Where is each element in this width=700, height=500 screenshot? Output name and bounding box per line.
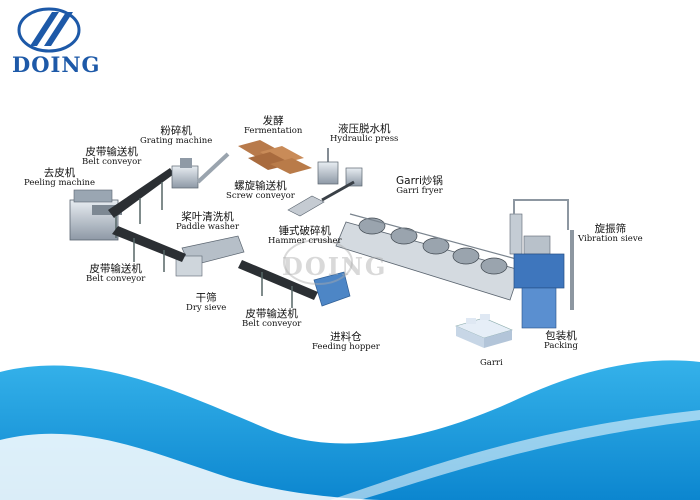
label-paddle-washer: 桨叶清洗机 Paddle washer [176, 211, 240, 233]
label-screw-conveyor: 螺旋输送机 Screw conveyor [226, 180, 295, 202]
watermark-text: DOING [282, 252, 388, 281]
belt-conveyor-3-illustration [238, 260, 318, 308]
label-garri: Garri [480, 358, 503, 368]
grating-machine-illustration [171, 158, 199, 189]
doing-logo-icon [17, 7, 81, 53]
watermark-ring-icon [283, 239, 353, 285]
hydraulic-press-illustration [317, 148, 363, 187]
screw-conveyor-illustration [196, 152, 230, 184]
label-belt-conveyor-1: 皮带输送机 Belt conveyor [82, 146, 142, 168]
belt-conveyor-1-illustration [108, 168, 174, 238]
label-garri-fryer: Garri炒锅 Garri fryer [396, 175, 443, 197]
fermentation-bags-illustration [238, 140, 312, 174]
label-grating-machine: 粉碎机 Grating machine [140, 125, 213, 147]
label-feeding-hopper: 进料仓 Feeding hopper [312, 331, 380, 353]
garri-fryer-illustration [335, 213, 521, 301]
bottom-wave [0, 360, 700, 500]
label-hydraulic-press: 液压脱水机 Hydraulic press [330, 123, 399, 145]
label-belt-conveyor-3: 皮带输送机 Belt conveyor [242, 308, 302, 330]
label-dry-sieve: 干筛 Dry sieve [186, 292, 227, 314]
brand-name: DOING [12, 52, 101, 77]
feeding-hopper-illustration [313, 271, 351, 307]
label-peeling-machine: 去皮机 Peeling machine [24, 167, 96, 189]
paddle-washer-illustration [175, 235, 245, 277]
packing-machine-illustration [513, 230, 574, 329]
hammer-crusher-illustration [287, 180, 355, 217]
garri-product-pallet-illustration [455, 314, 513, 348]
label-vibration-sieve: 旋振筛 Vibration sieve [578, 223, 643, 245]
peeling-machine-illustration [69, 189, 122, 241]
label-belt-conveyor-2: 皮带输送机 Belt conveyor [86, 263, 146, 285]
label-hammer-crusher: 锤式破碎机 Hammer crusher [268, 225, 342, 247]
vibration-sieve-illustration [509, 199, 569, 255]
label-fermentation: 发酵 Fermentation [244, 115, 303, 137]
belt-conveyor-2-illustration [112, 226, 186, 272]
label-packing: 包装机 Packing [544, 330, 578, 352]
